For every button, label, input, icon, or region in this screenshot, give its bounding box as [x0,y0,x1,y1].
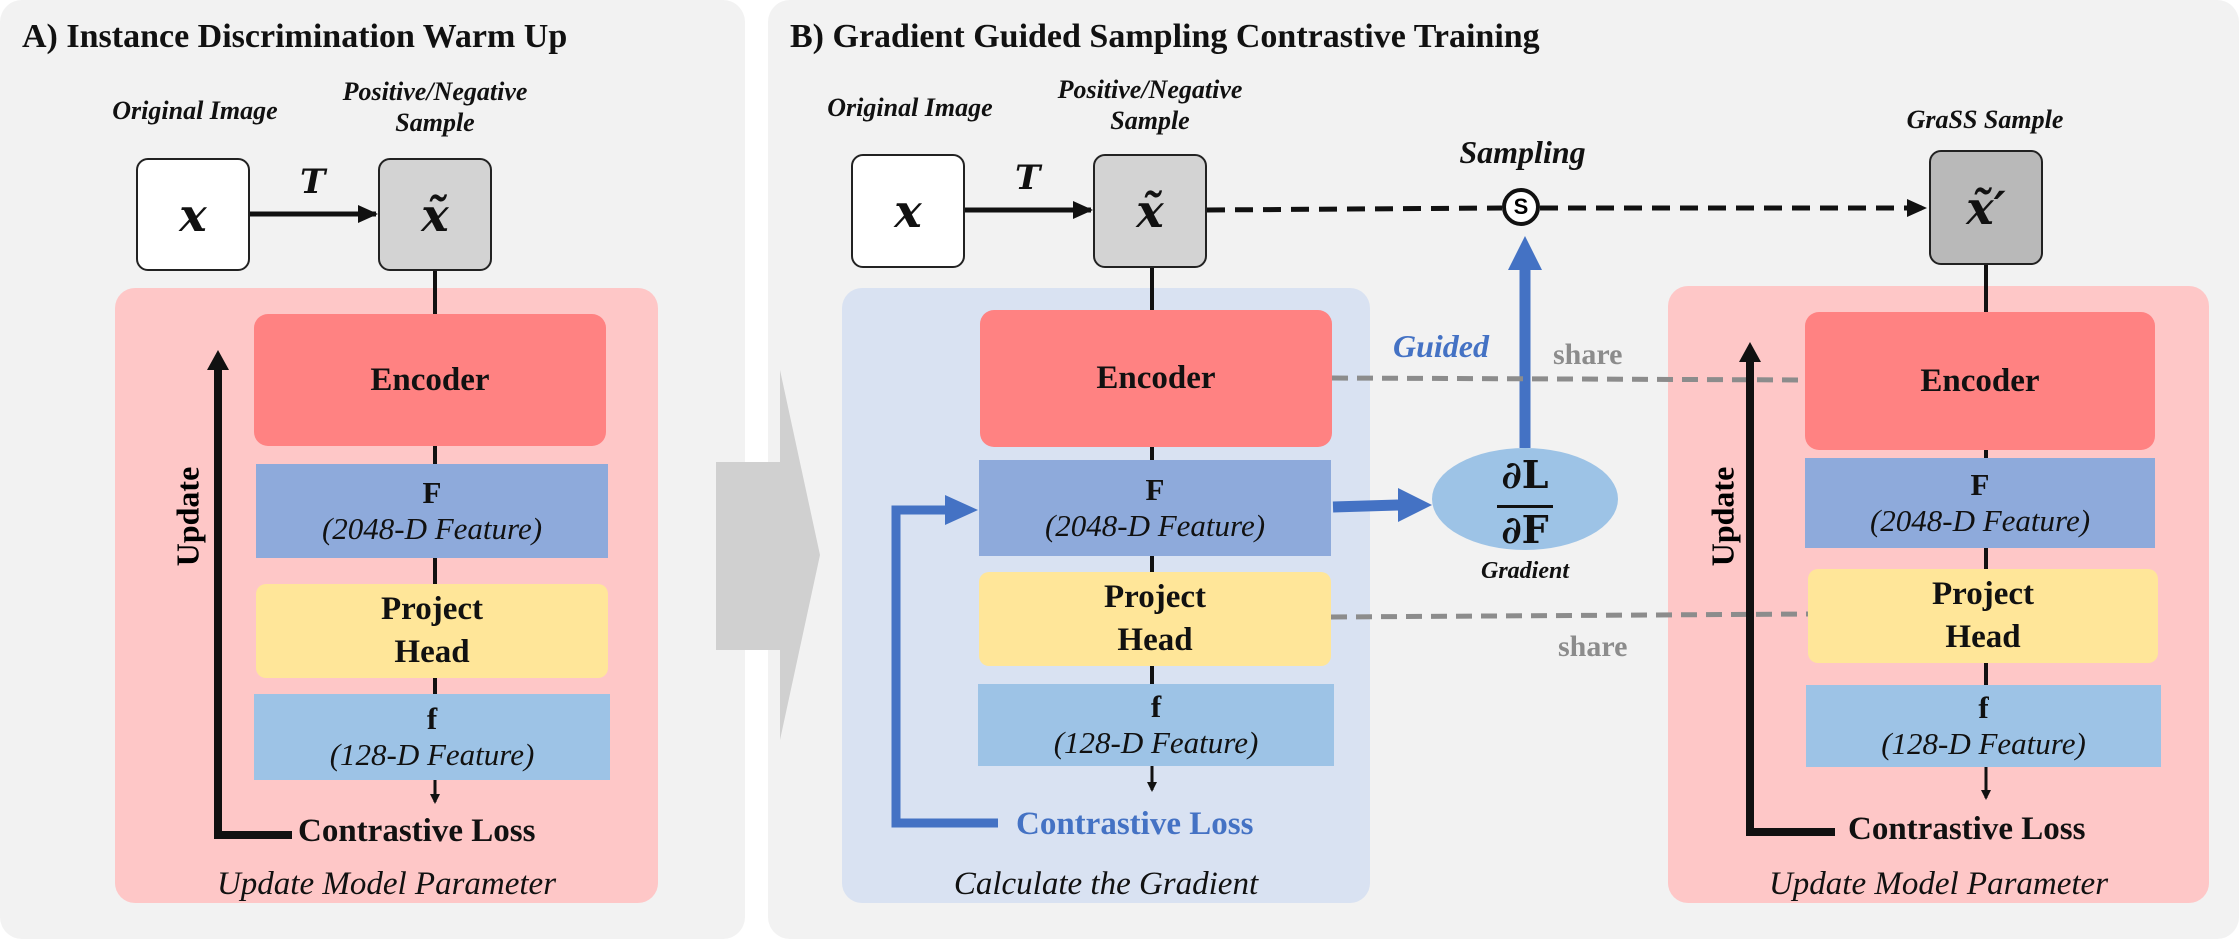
panel-b-right-encoder: Encoder [1805,312,2155,450]
panel-a-original-image-label: Original Image [112,96,278,125]
panel-a-zone-label: Update Model Parameter [216,866,557,902]
panel-b-original-image-label: Original Image [827,93,993,122]
x-symbol: x [179,187,207,242]
panel-b-right-project-head: Project Head [1808,569,2158,663]
project-head-line2: Head [1945,619,2021,655]
panel-a-contrastive-loss: Contrastive Loss [298,813,536,849]
small-feature-symbol: f [1150,689,1162,724]
panel-b-left-contrastive-loss: Contrastive Loss [1016,806,1254,842]
panel-b-transform-symbol: T [1015,158,1041,198]
panel-a-feature-block: F (2048-D Feature) [256,464,608,558]
feature-symbol: F [1970,467,1990,502]
project-head-line1: Project [381,591,483,628]
panel-b-left-project-head: Project Head [979,572,1331,666]
project-head-line2: Head [1117,622,1193,658]
sampling-node-symbol: S [1513,194,1529,219]
gradient-label: Gradient [1480,558,1569,584]
panel-b-left-small-feature-block: f (128-D Feature) [978,684,1334,766]
guided-label: Guided [1393,328,1489,364]
panel-a-input-x: x [136,158,250,271]
x-tilde-symbol: x̃ [1136,184,1164,238]
panel-b-left-feature-block: F (2048-D Feature) [979,460,1331,556]
grass-sample-label: GraSS Sample [1906,105,2064,134]
panel-a-transform-symbol: T [300,162,326,202]
encoder-label: Encoder [1920,362,2040,399]
sampling-dashed-left [1206,205,1503,213]
feature-desc: (2048-D Feature) [1869,503,2091,538]
encoder-label: Encoder [370,361,490,398]
panel-a-update-arrowhead [207,350,229,370]
feature-to-gradient-arrowhead [1398,488,1432,522]
panel-b-augmented-x: x̃ [1093,154,1207,268]
sampling-node: S [1502,188,1540,226]
feature-desc: (2048-D Feature) [321,511,543,546]
project-head-line2: Head [394,634,470,670]
panel-a-encoder: Encoder [254,314,606,446]
share-label-bottom: share [1558,630,1628,663]
sampling-label: Sampling [1459,134,1586,170]
panel-a-small-feature-block: f (128-D Feature) [254,694,610,780]
feature-to-gradient-arrow [1332,499,1401,513]
panel-b-right-zone-label: Update Model Parameter [1768,866,2109,902]
small-feature-symbol: f [426,701,438,736]
transition-chevron [716,370,820,740]
panel-a-pos-neg-label: Positive/Negative Sample [342,77,528,138]
gradient-ellipse [1432,448,1618,550]
project-head-line1: Project [1932,576,2034,613]
gradient-denominator: ∂F [1501,507,1549,552]
project-head-line1: Project [1104,579,1206,616]
small-feature-symbol: f [1978,690,1989,725]
panel-b-title: B) Gradient Guided Sampling Contrastive … [790,18,1540,55]
encoder-label: Encoder [1096,360,1216,396]
panel-b-left-encoder: Encoder [980,310,1332,447]
gradient-zone-label: Calculate the Gradient [953,866,1259,902]
panel-b-input-x: x [851,154,965,268]
panel-b-right-feature-block: F (2048-D Feature) [1805,458,2155,548]
panel-b-right-update-arrowhead [1739,342,1761,362]
small-feature-desc: (128-D Feature) [329,737,535,772]
small-feature-desc: (128-D Feature) [1881,726,2086,761]
gradient-loop-arrowhead [945,495,978,525]
panel-a-augmented-x: x̃ [378,158,492,271]
x-symbol: x [894,184,922,238]
panel-b-right-contrastive-loss: Contrastive Loss [1848,811,2086,847]
x-tilde-symbol: x̃ [421,187,449,242]
gradient-loop-arrow [891,505,998,828]
panel-a-project-head: Project Head [256,584,608,678]
feature-symbol: F [422,475,442,510]
guided-arrowhead [1508,236,1542,270]
feature-symbol: F [1145,472,1165,507]
gradient-fraction-bar [1497,505,1553,508]
small-feature-desc: (128-D Feature) [1053,725,1259,760]
gradient-numerator: ∂L [1501,452,1549,497]
x-tilde-prime-symbol: x̃′ [1966,180,2006,235]
grass-sample-x: x̃′ [1929,150,2043,265]
share-encoder-line [1331,375,1806,383]
panel-b-right-small-feature-block: f (128-D Feature) [1806,685,2161,767]
share-head-line [1330,611,1809,620]
panel-a-title: A) Instance Discrimination Warm Up [22,18,568,55]
panel-a-update-arrow [214,370,292,839]
panel-b-pos-neg-label: Positive/Negative Sample [1057,75,1243,136]
feature-desc: (2048-D Feature) [1044,508,1266,543]
share-label-top: share [1553,338,1623,371]
panel-b-right-update-arrow [1746,362,1835,836]
